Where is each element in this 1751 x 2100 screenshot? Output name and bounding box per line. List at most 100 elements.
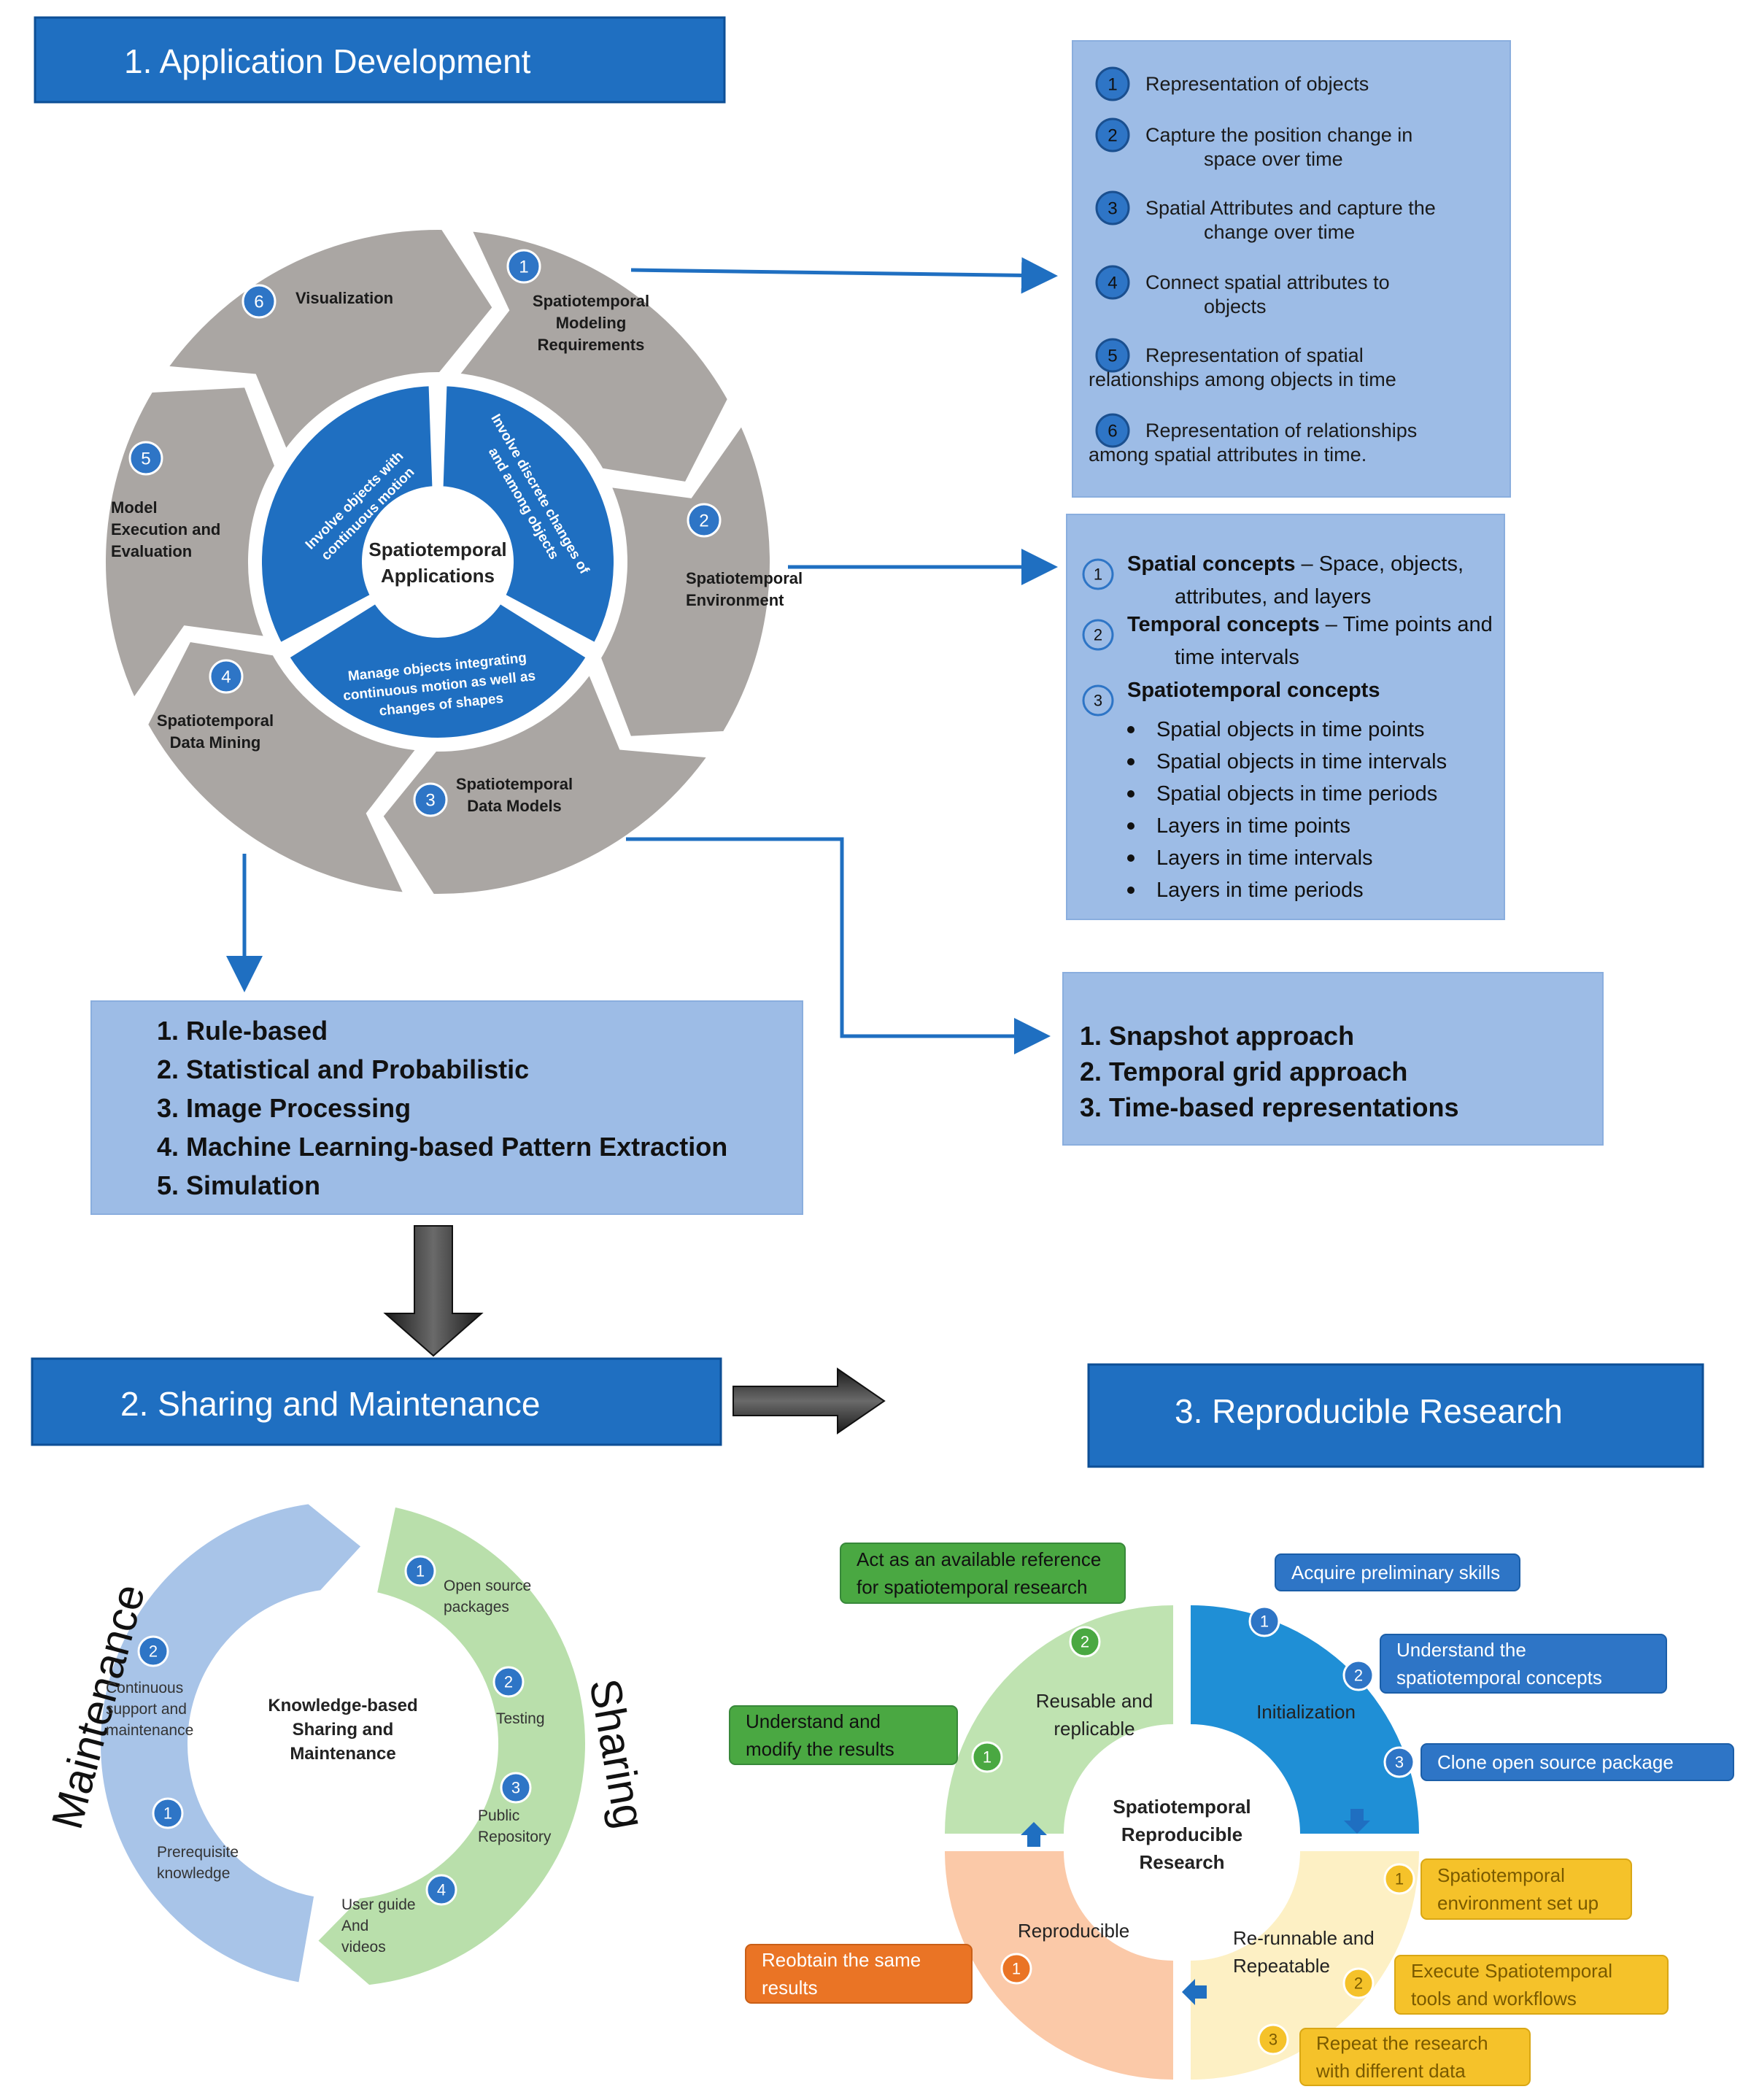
badge-circle [1095,265,1130,300]
cycle-step-label-5-line: Execution and [111,520,220,538]
cycle-sector-1 [447,223,735,490]
init-step-2-box [1380,1634,1667,1694]
badge-circle [1082,558,1114,590]
init-badge-3: 3 [1383,1746,1415,1778]
cycle-step-label-4-line: Spatiotemporal [157,711,274,730]
sharing-item-2-line: Testing [496,1710,545,1727]
badge-number: 6 [254,292,263,312]
badge-number: 2 [1354,1974,1363,1993]
badge-number: 5 [1108,346,1117,366]
badge-circle [413,782,448,817]
badge-circle [506,249,541,284]
rerunnable-label-line: Re-runnable and [1233,1927,1375,1949]
arrow-to-models [626,837,1051,1054]
sharing-item-1-line: packages [444,1599,509,1615]
cycle-step-label-5-line: Model [111,498,158,517]
badge-circle [500,1772,532,1804]
cycle-step-badge-3: 3 [413,782,448,817]
badge-number: 2 [699,511,708,530]
badge-number: 3 [1395,1753,1404,1772]
concept-bullet: Spatial objects in time periods [1156,782,1437,806]
badge-circle [971,1741,1003,1773]
concept-bullet: Spatial objects in time points [1156,718,1425,741]
badge-number: 3 [1108,198,1117,218]
mining-method: 2. Statistical and Probabilistic [157,1054,529,1084]
concept-title: Spatial concepts [1127,552,1295,576]
rerun-step-3-text-line: with different data [1315,2060,1466,2082]
quadrant-initialization [1191,1605,1419,1834]
requirement-badge-1: 1 [1095,66,1130,101]
init-step-1-text: Acquire preliminary skills [1291,1562,1500,1583]
repro-badge-1: 1 [1000,1953,1032,1985]
bullet-dot [1127,822,1135,830]
requirement-line: Capture the position change in [1145,124,1412,146]
cycle-center [365,489,511,635]
badge-circle [1095,117,1130,153]
badge-circle [128,441,163,476]
badge-number: 4 [437,1881,446,1899]
flow-arrow-init-to-rerun [1344,1809,1370,1834]
sharing-item-1-line: Open source [444,1578,531,1594]
badge-number: 4 [221,667,231,687]
repro-center-label-line: Reproducible [1121,1823,1242,1845]
badge-number: 2 [1354,1667,1363,1685]
rerun-step-2-text-line: tools and workflows [1411,1988,1577,2010]
concept-1-cont: attributes, and layers [1175,585,1371,609]
concept-title: Spatiotemporal concepts [1127,679,1380,702]
rerun-step-1-text-line: Spatiotemporal [1437,1864,1565,1886]
rerun-badge-1: 1 [1383,1863,1415,1895]
repro-step-1-text-line: results [762,1977,818,1999]
arrow-to-requirements [630,257,1058,294]
badge-circle [152,1797,184,1829]
requirement-badge-3: 3 [1095,190,1130,225]
init-step-3-box [1420,1743,1734,1781]
cycle-step-badge-5: 5 [128,441,163,476]
badge-number: 1 [1094,565,1102,584]
bullet-dot [1127,758,1135,765]
maintenance-item-2-line: maintenance [106,1722,193,1739]
section2-header: 2. Sharing and Maintenance [31,1357,722,1446]
cycle-step-label-2-line: Spatiotemporal [686,569,803,587]
reuse-step-1-text-line: modify the results [746,1738,894,1760]
connector-arrows [226,257,1058,1054]
reuse-step-1-box [729,1705,958,1765]
cycle-step-label-1-line: Spatiotemporal [533,292,649,310]
badge-circle [241,284,277,319]
repro-center-label-line: Spatiotemporal [1113,1796,1251,1818]
badge-circle [1342,1659,1375,1691]
init-step-3: Clone open source package [1420,1743,1734,1781]
maintenance-arc [96,1499,367,1988]
badge-circle [425,1874,457,1906]
requirement-badge-2: 2 [1095,117,1130,153]
badge-circle [1383,1863,1415,1895]
cycle-step-badge-6: 6 [241,284,277,319]
badge-circle [209,659,244,694]
badge-circle [1248,1605,1280,1637]
section3-header: 3. Reproducible Research [1087,1363,1704,1468]
reusable-label-line: replicable [1054,1718,1135,1740]
quadrant-reusable [945,1605,1173,1834]
cycle-sector-6 [156,223,501,463]
badge-number: 6 [1108,421,1117,441]
badge-circle [1383,1746,1415,1778]
badge-number: 1 [1395,1870,1404,1888]
badge-number: 1 [416,1562,425,1580]
cycle-step-label-4-line: Data Mining [170,733,261,752]
cycle-step-label-6-line: Visualization [295,289,393,307]
reuse-badge-2: 2 [1069,1626,1101,1658]
sharing-badge-2: 2 [492,1666,525,1698]
sharing-item-3-line: Public [478,1807,519,1824]
badge-number: 1 [519,257,528,277]
cycle-sector-3 [374,660,719,901]
